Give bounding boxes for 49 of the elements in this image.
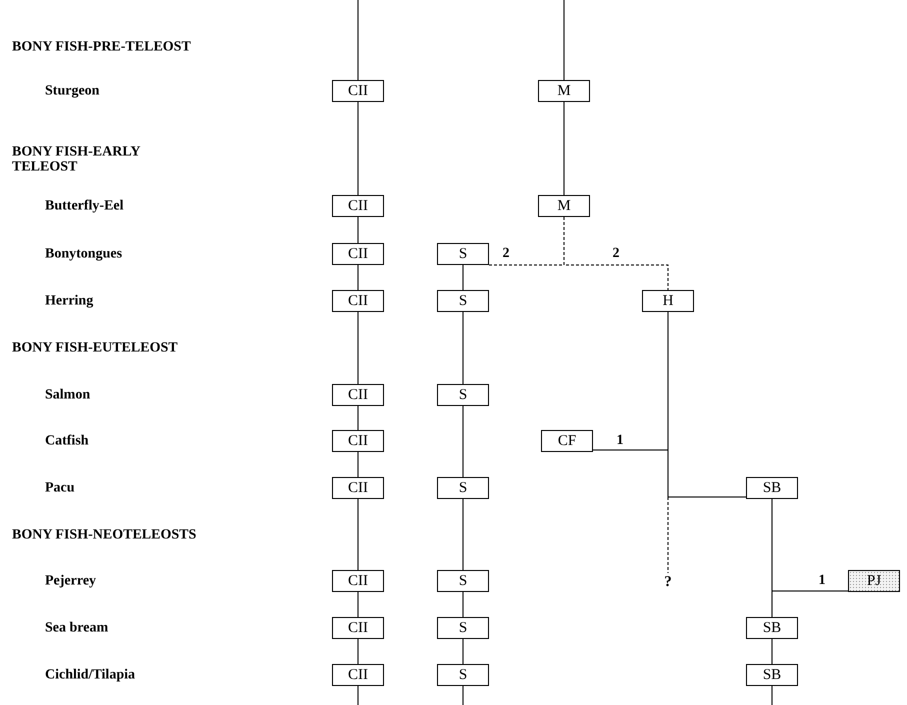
gene-box: SB: [746, 477, 798, 499]
species-name: Pejerrey: [45, 573, 96, 589]
connector-line: [462, 312, 464, 384]
gene-box: S: [437, 384, 489, 406]
group-heading: BONY FISH-NEOTELEOSTS: [12, 527, 196, 543]
shaded-gene-box: PJ: [848, 570, 900, 592]
gene-box: S: [437, 570, 489, 592]
gene-box: CII: [332, 195, 384, 217]
species-name: Salmon: [45, 387, 90, 403]
gene-box: S: [437, 617, 489, 639]
species-name: Sturgeon: [45, 83, 100, 99]
gene-box: S: [437, 664, 489, 686]
group-heading: BONY FISH-EUTELEOST: [12, 340, 178, 356]
connector-line: [462, 406, 464, 478]
species-name: Bonytongues: [45, 246, 122, 262]
gene-box: CII: [332, 384, 384, 406]
connector-line: [462, 264, 464, 290]
gene-box: CII: [332, 243, 384, 265]
gene-box: M: [538, 195, 590, 217]
connector-line: [462, 498, 464, 570]
gene-box: S: [437, 477, 489, 499]
gene-box: SB: [746, 664, 798, 686]
gene-box: CF: [541, 430, 593, 452]
gene-box: CII: [332, 477, 384, 499]
gene-box: CII: [332, 664, 384, 686]
gene-box: CII: [332, 617, 384, 639]
gene-box: SB: [746, 617, 798, 639]
gene-box: CII: [332, 290, 384, 312]
dashed-connector: [564, 216, 668, 290]
species-name: Cichlid/Tilapia: [45, 667, 135, 683]
gene-box: S: [437, 243, 489, 265]
species-name: Catfish: [45, 433, 89, 449]
connector-line: [462, 686, 464, 705]
gene-box: M: [538, 80, 590, 102]
group-heading: BONY FISH-PRE-TELEOST: [12, 39, 191, 55]
group-heading: BONY FISH-EARLY TELEOST: [12, 144, 142, 176]
species-name: Herring: [45, 293, 94, 309]
gene-box: S: [437, 290, 489, 312]
species-name: Sea bream: [45, 620, 108, 636]
gene-box: H: [642, 290, 694, 312]
gene-box: CII: [332, 570, 384, 592]
species-name: Butterfly-Eel: [45, 198, 124, 214]
connector-line: [462, 638, 464, 664]
question-mark: ?: [661, 573, 675, 591]
gene-box: CII: [332, 430, 384, 452]
connector-line: [462, 592, 464, 618]
gene-box: CII: [332, 80, 384, 102]
connector-line: [668, 312, 746, 498]
species-name: Pacu: [45, 480, 75, 496]
